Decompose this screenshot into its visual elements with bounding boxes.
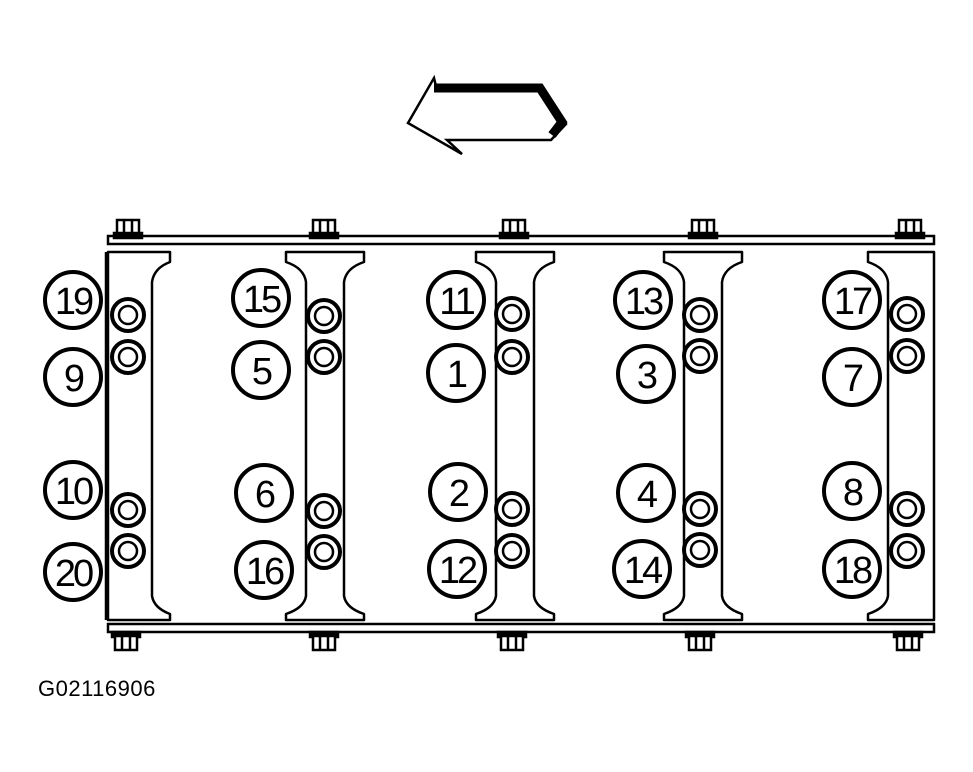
sequence-number: 2 [449, 473, 469, 515]
rail-nut [684, 630, 716, 652]
figure-id: G02116906 [38, 676, 156, 701]
sequence-number: 14 [624, 550, 663, 592]
sequence-number: 10 [55, 471, 93, 513]
bolt [682, 297, 718, 333]
sequence-number: 13 [625, 281, 663, 323]
bearing-cap-2 [284, 250, 366, 622]
bolt [306, 493, 342, 529]
sequence-callout: 17 [822, 270, 882, 330]
sequence-callout: 3 [616, 344, 676, 404]
sequence-number: 5 [252, 351, 272, 393]
bolt [494, 533, 530, 569]
sequence-number: 6 [255, 474, 275, 516]
rail-nut [498, 218, 530, 240]
rail-nut [308, 630, 340, 652]
cap-bolts [110, 296, 925, 570]
bolt [110, 533, 146, 569]
rail-nut [894, 218, 926, 240]
bottom-rail-nuts [110, 630, 924, 652]
bolt [682, 338, 718, 374]
sequence-number: 8 [843, 472, 863, 514]
bolt [889, 491, 925, 527]
sequence-callout: 11 [426, 270, 486, 330]
sequence-callout: 5 [231, 340, 291, 400]
rail-nut [308, 218, 340, 240]
sequence-callout: 15 [231, 268, 291, 328]
sequence-number: 1 [447, 354, 467, 396]
rail-nut [892, 630, 924, 652]
bolt [889, 296, 925, 332]
sequence-number: 15 [243, 279, 281, 321]
sequence-number: 4 [637, 474, 658, 516]
bearing-cap-3 [474, 250, 556, 622]
sequence-number: 7 [843, 358, 863, 400]
bolt [682, 532, 718, 568]
bolt [889, 338, 925, 374]
sequence-callout: 16 [234, 540, 294, 600]
rail-nut [687, 218, 719, 240]
sequence-number: 19 [55, 281, 93, 323]
bolt [306, 339, 342, 375]
sequence-callout: 2 [428, 462, 488, 522]
sequence-number: 9 [64, 358, 84, 400]
rail-nut [112, 218, 144, 240]
rail-nut [496, 630, 528, 652]
bolt [494, 296, 530, 332]
top-rail-nuts [112, 218, 926, 240]
bolt [110, 339, 146, 375]
bolt [889, 533, 925, 569]
sequence-callout: 9 [43, 347, 103, 407]
sequence-callout: 7 [822, 347, 882, 407]
left-arrow-icon [406, 74, 568, 156]
bearing-cap-4 [662, 250, 744, 622]
bolt [110, 297, 146, 333]
sequence-callouts: 19 9 10 20 15 5 6 16 11 1 2 12 13 3 4 14… [43, 268, 882, 602]
sequence-number: 16 [246, 551, 284, 593]
bolt [494, 339, 530, 375]
sequence-callout: 8 [822, 461, 882, 521]
sequence-callout: 10 [43, 460, 103, 520]
bolt [110, 492, 146, 528]
sequence-number: 17 [834, 281, 872, 323]
sequence-callout: 4 [616, 463, 676, 523]
bolt [682, 491, 718, 527]
sequence-callout: 20 [43, 542, 103, 602]
sequence-callout: 19 [43, 270, 103, 330]
bolt [306, 534, 342, 570]
sequence-callout: 14 [612, 539, 672, 599]
sequence-number: 20 [55, 553, 93, 595]
bolt [306, 298, 342, 334]
bolt [494, 491, 530, 527]
sequence-number: 18 [834, 550, 872, 592]
sequence-number: 11 [439, 281, 474, 323]
sequence-callout: 13 [613, 270, 673, 330]
sequence-number: 3 [637, 355, 657, 397]
sequence-callout: 18 [822, 539, 882, 599]
sequence-callout: 1 [426, 343, 486, 403]
rail-nut [110, 630, 142, 652]
sequence-callout: 6 [234, 463, 294, 523]
sequence-number: 12 [439, 550, 477, 592]
sequence-callout: 12 [427, 539, 487, 599]
